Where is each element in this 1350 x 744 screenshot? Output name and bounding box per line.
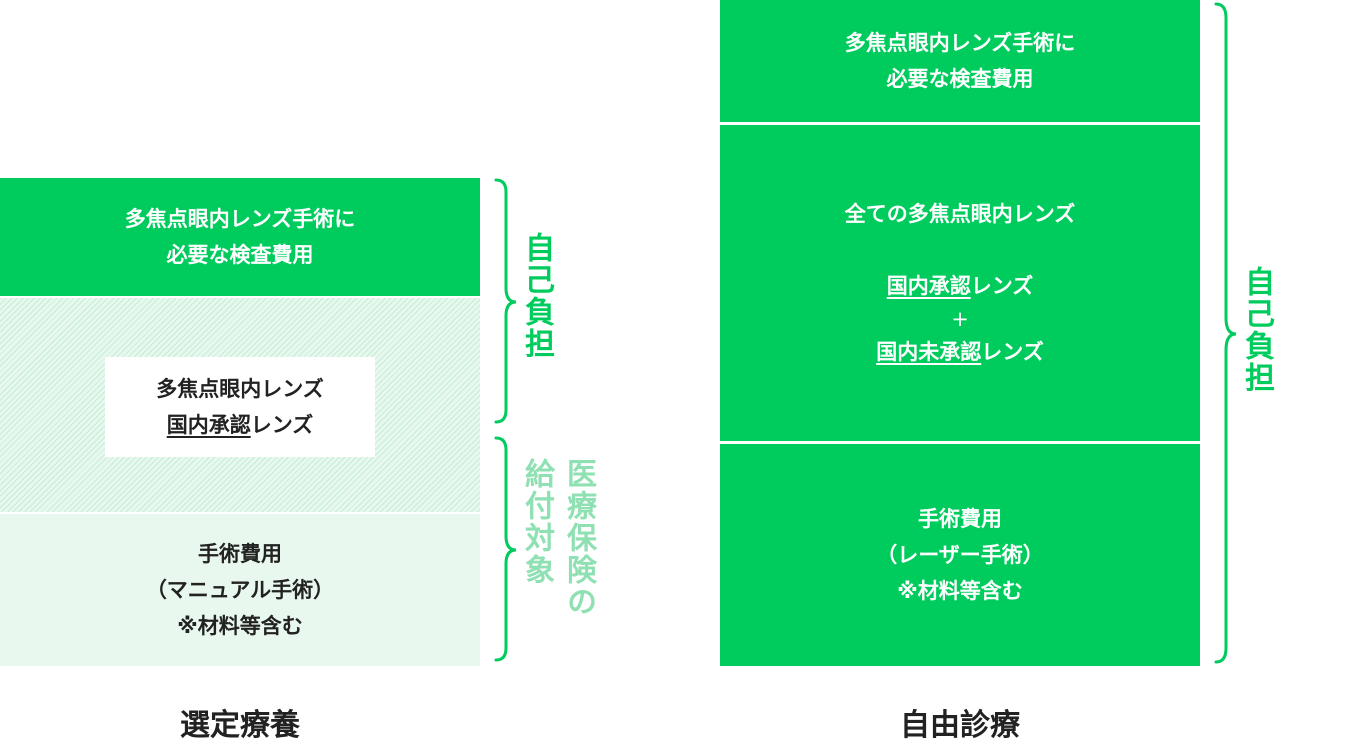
left-caption: 選定療養 <box>180 708 300 743</box>
left-self-pay-label: 自己負担 <box>519 232 554 360</box>
right-exam-cost-block: 多焦点眼内レンズ手術に 必要な検査費用 <box>720 0 1200 122</box>
right-exam-line1: 多焦点眼内レンズ手術に <box>844 31 1076 55</box>
left-insurance-label-col1: 医療保険の <box>561 458 596 618</box>
right-lens-line3: 国内未承認レンズ <box>876 334 1044 370</box>
right-lens-approved-underlined: 国内承認 <box>886 274 971 298</box>
left-exam-line1: 多焦点眼内レンズ手術に <box>124 207 356 231</box>
left-insurance-label-col2: 給付対象 <box>519 458 554 586</box>
right-exam-line2: 必要な検査費用 <box>886 67 1034 91</box>
right-surgery-line2: （レーザー手術） <box>876 543 1044 567</box>
right-lens-line2-rest: レンズ <box>970 274 1034 298</box>
right-lens-line1: 全ての多焦点眼内レンズ <box>844 202 1076 226</box>
right-self-pay-bracket <box>1214 2 1237 664</box>
right-surgery-line1: 手術費用 <box>918 507 1002 531</box>
left-lens-card: 多焦点眼内レンズ 国内承認レンズ <box>105 357 375 457</box>
left-self-pay-bracket <box>494 178 517 424</box>
right-self-pay-label: 自己負担 <box>1239 266 1274 394</box>
right-lens-plus: + <box>951 307 969 331</box>
left-surgery-line1: 手術費用 <box>198 542 282 566</box>
right-lens-unapproved-underlined: 国内未承認 <box>876 340 982 364</box>
left-lens-approved-underlined: 国内承認 <box>166 413 251 437</box>
right-lens-block: 全ての多焦点眼内レンズ 国内承認レンズ + 国内未承認レンズ <box>720 125 1200 441</box>
left-lens-area: 多焦点眼内レンズ 国内承認レンズ <box>0 298 480 512</box>
right-caption: 自由診療 <box>900 708 1020 743</box>
left-exam-line2: 必要な検査費用 <box>166 243 314 267</box>
right-lens-line3-rest: レンズ <box>981 340 1044 364</box>
left-surgery-line3: ※材料等含む <box>177 614 303 638</box>
left-exam-cost-block: 多焦点眼内レンズ手術に 必要な検査費用 <box>0 178 480 296</box>
left-lens-line1: 多焦点眼内レンズ <box>156 377 324 401</box>
right-lens-line2: 国内承認レンズ <box>887 268 1034 304</box>
right-surgery-line3: ※材料等含む <box>897 579 1023 603</box>
left-surgery-cost-block: 手術費用 （マニュアル手術） ※材料等含む <box>0 514 480 666</box>
left-surgery-line2: （マニュアル手術） <box>145 578 335 602</box>
right-surgery-cost-block: 手術費用 （レーザー手術） ※材料等含む <box>720 444 1200 666</box>
left-lens-line2: 国内承認レンズ <box>167 407 314 443</box>
left-insurance-bracket <box>494 436 517 662</box>
left-lens-line2-rest: レンズ <box>250 413 314 437</box>
